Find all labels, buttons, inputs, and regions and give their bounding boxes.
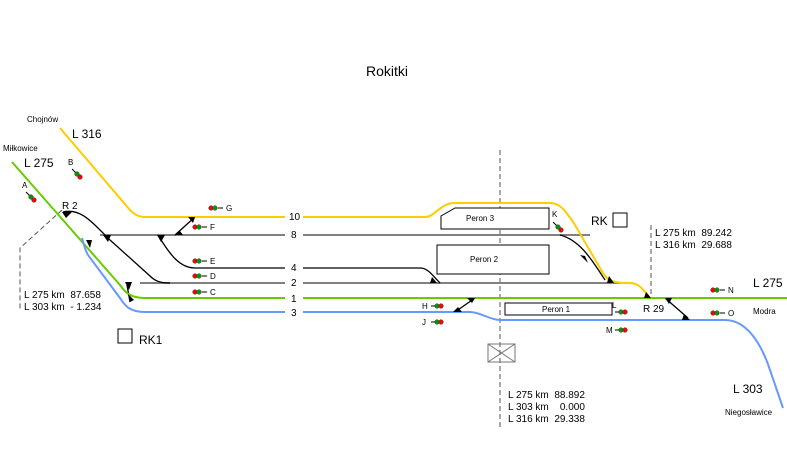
- signal-label: E: [210, 257, 215, 266]
- line-316-track-10: [59, 127, 651, 299]
- signal-green-lamp: [196, 224, 202, 230]
- line-303-label: L 303: [733, 382, 763, 396]
- signal-green-lamp: [212, 205, 218, 211]
- signal-box-rk1-icon: [117, 328, 133, 344]
- signal-label: N: [728, 286, 734, 295]
- platform-3-label: Peron 3: [466, 214, 495, 223]
- signal-label: F: [210, 223, 215, 232]
- signal-green-lamp: [555, 224, 561, 230]
- signal-red-lamp: [622, 327, 628, 333]
- signal-l: L: [612, 301, 628, 315]
- line-303-track-3: [81, 237, 784, 409]
- km-right-2: L 316 km 29.688: [655, 240, 732, 251]
- signal-green-lamp: [74, 171, 80, 177]
- switch-r2-label: R 2: [62, 201, 78, 212]
- signal-label: K: [552, 210, 558, 219]
- signal-label: H: [422, 302, 428, 311]
- station-title: Rokitki: [366, 63, 408, 79]
- line-316-label: L 316: [72, 127, 102, 141]
- track-label-2: 2: [291, 278, 297, 289]
- signal-b: B: [68, 158, 83, 180]
- signal-green-lamp: [196, 273, 202, 279]
- signal-red-lamp: [77, 174, 83, 180]
- platform-1: [504, 302, 613, 316]
- track-label-3: 3: [291, 308, 297, 319]
- km-reference-lines: [19, 150, 652, 430]
- line-275-label-left: L 275: [24, 156, 54, 170]
- km-left-2: L 303 km - 1.234: [24, 302, 102, 313]
- signal-green-lamp: [28, 194, 34, 200]
- signal-h: H: [422, 302, 444, 311]
- signal-red-lamp: [622, 309, 628, 315]
- signal-a: A: [22, 181, 37, 203]
- signals-group: A B CDE F G HJ K L M N O: [22, 158, 734, 335]
- track-label-1: 1: [291, 294, 297, 305]
- signal-label: B: [68, 158, 73, 167]
- signal-label: A: [22, 181, 28, 190]
- signal-label: G: [226, 204, 232, 213]
- signal-k: K: [552, 210, 564, 233]
- line-275-track-1: [11, 161, 787, 299]
- signal-o: O: [710, 309, 734, 318]
- signal-n: N: [710, 286, 734, 295]
- signal-d: D: [192, 272, 216, 281]
- km-center-2: L 303 km 0.000: [508, 402, 585, 413]
- platform-3: [440, 207, 550, 230]
- origin-chojnow: Chojnów: [27, 115, 58, 124]
- signal-red-lamp: [438, 319, 444, 325]
- signal-j: J: [422, 318, 444, 327]
- signal-label: C: [210, 288, 216, 297]
- signal-g: G: [208, 204, 232, 213]
- signal-green-lamp: [714, 310, 720, 316]
- signal-m: M: [606, 326, 628, 335]
- origin-milkowice: Miłkowice: [3, 144, 38, 153]
- track-label-10: 10: [289, 212, 301, 223]
- connector-8-r29: [559, 234, 606, 281]
- signal-label: J: [422, 318, 426, 327]
- km-center-1: L 275 km 88.892: [508, 390, 585, 401]
- track-4: [157, 234, 441, 284]
- signal-label: D: [210, 272, 216, 281]
- platform-1-label: Peron 1: [542, 305, 571, 314]
- signal-green-lamp: [714, 287, 720, 293]
- switch-r29-label: R 29: [643, 304, 665, 315]
- switch-markers: [62, 212, 690, 320]
- km-center-3: L 316 km 29.338: [508, 414, 585, 425]
- signal-label: L: [612, 301, 617, 310]
- signal-box-rk-label: RK: [591, 214, 608, 228]
- signal-box-rk1-label: RK1: [139, 333, 163, 347]
- signal-label: M: [606, 326, 613, 335]
- track-label-8: 8: [291, 230, 297, 241]
- track-label-4: 4: [291, 263, 297, 274]
- dest-modra: Modra: [753, 307, 776, 316]
- signal-box-rk-icon: [612, 212, 628, 228]
- signal-red-lamp: [558, 227, 564, 233]
- track-labels: 10 8 4 2 1 3: [285, 210, 303, 319]
- dest-niegoslawice: Niegosławice: [725, 408, 773, 417]
- platform-2: [436, 244, 550, 275]
- signal-green-lamp: [196, 289, 202, 295]
- line-275-label-right: L 275: [753, 276, 783, 290]
- signal-red-lamp: [31, 197, 37, 203]
- signal-f: F: [192, 223, 215, 232]
- signal-label: O: [728, 309, 734, 318]
- km-line-left: [19, 209, 63, 310]
- platform-2-label: Peron 2: [470, 255, 499, 264]
- connector-r2-track2: [62, 210, 171, 284]
- level-crossing-icon: [487, 343, 516, 363]
- signal-c: C: [192, 288, 216, 297]
- km-left-1: L 275 km 87.658: [24, 290, 101, 301]
- signal-e: E: [192, 257, 215, 266]
- signal-green-lamp: [196, 258, 202, 264]
- signal-red-lamp: [438, 303, 444, 309]
- km-right-1: L 275 km 89.242: [655, 228, 732, 239]
